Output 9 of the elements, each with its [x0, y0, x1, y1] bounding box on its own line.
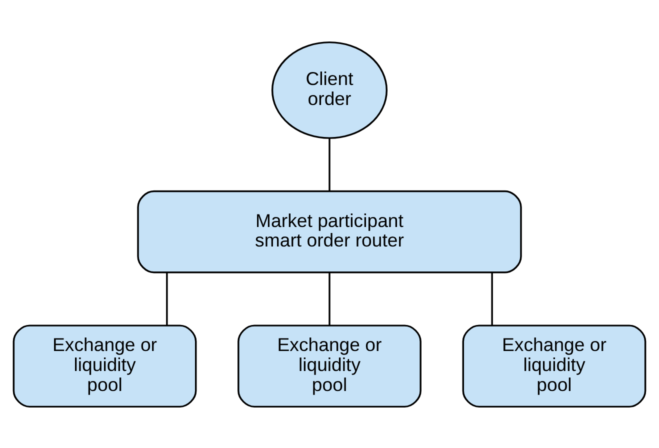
node-box: Exchange or liquidity pool	[462, 324, 646, 408]
node-box: Exchange or liquidity pool	[12, 324, 197, 408]
connector	[166, 272, 168, 325]
connector	[328, 272, 330, 325]
node-ellipse: Client order	[271, 40, 388, 138]
node-box: Exchange or liquidity pool	[238, 324, 422, 408]
connector	[491, 272, 493, 325]
connector	[328, 138, 330, 190]
node-box: Market participant smart order router	[137, 190, 522, 273]
